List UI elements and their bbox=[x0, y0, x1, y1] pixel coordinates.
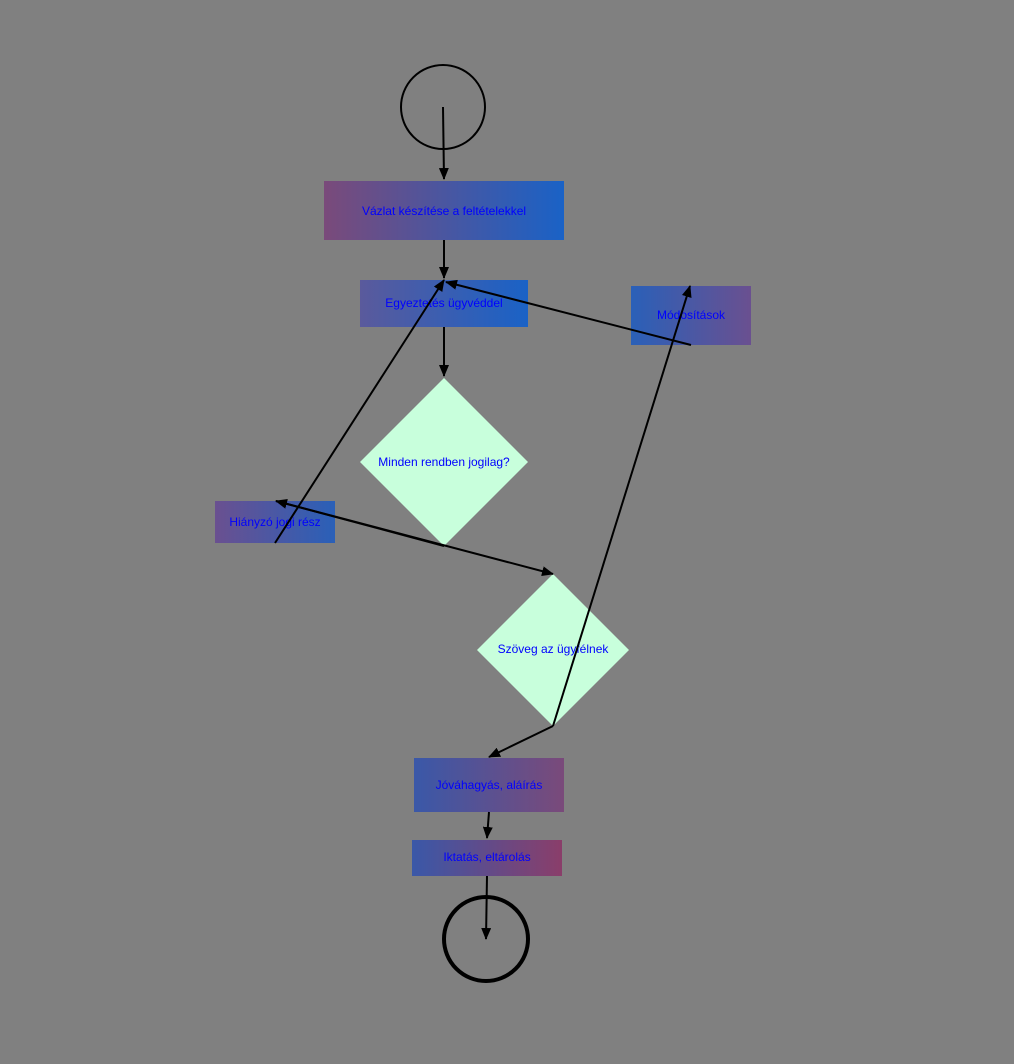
edge-missing-lawyer bbox=[274, 279, 445, 544]
node-approve-label: Jóváhagyás, aláírás bbox=[436, 778, 543, 792]
node-lawyer-label: Egyeztetés ügyvéddel bbox=[385, 296, 502, 310]
node-missing-label: Hiányzó jogi rész bbox=[229, 515, 320, 529]
edge-start-draft bbox=[438, 106, 449, 180]
edge-changes-lawyer bbox=[445, 279, 692, 346]
node-draft[interactable]: Vázlat készítése a feltételekkel bbox=[324, 181, 564, 240]
node-file[interactable]: Iktatás, eltárolás bbox=[412, 840, 562, 876]
node-approve[interactable]: Jóváhagyás, aláírás bbox=[414, 758, 564, 812]
edge-client-text-changes bbox=[552, 285, 692, 727]
node-lawyer[interactable]: Egyeztetés ügyvéddel bbox=[360, 280, 528, 327]
edge-file-end bbox=[481, 875, 492, 940]
node-client-text-label: Szöveg az ügyfélnek bbox=[498, 642, 610, 656]
edge-approve-file bbox=[482, 811, 493, 839]
connectors bbox=[274, 106, 692, 940]
node-changes-label: Módosítások bbox=[657, 308, 726, 322]
node-legal-ok-label: Minden rendben jogilag? bbox=[378, 455, 510, 469]
node-legal-ok[interactable]: Minden rendben jogilag? bbox=[360, 378, 528, 546]
node-changes[interactable]: Módosítások bbox=[631, 286, 751, 345]
edge-client-text-approve bbox=[488, 725, 554, 758]
node-client-text[interactable]: Szöveg az ügyfélnek bbox=[477, 574, 629, 726]
edge-legal-ok-client-text bbox=[275, 500, 554, 577]
node-draft-label: Vázlat készítése a feltételekkel bbox=[362, 204, 526, 218]
node-missing[interactable]: Hiányzó jogi rész bbox=[215, 501, 335, 543]
node-file-label: Iktatás, eltárolás bbox=[443, 850, 530, 864]
